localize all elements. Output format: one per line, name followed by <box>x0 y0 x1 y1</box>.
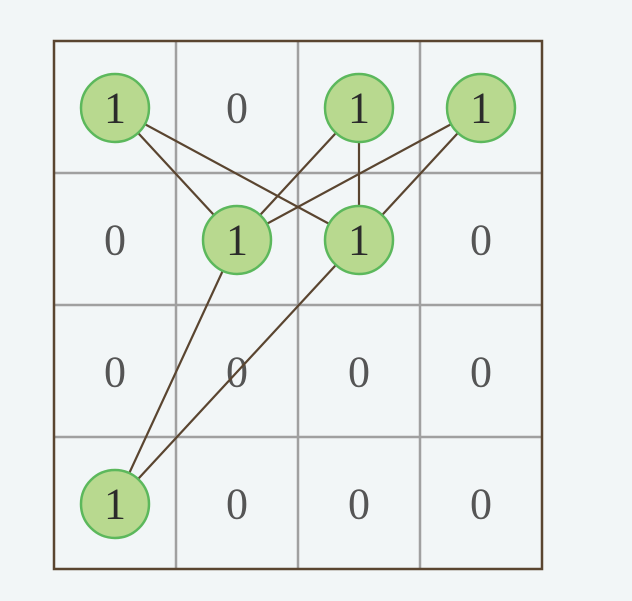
cell-value-2-3: 0 <box>470 348 492 397</box>
cell-value-0-1: 0 <box>226 84 248 133</box>
graph-nodes: 1 1 1 1 1 1 <box>79 72 517 540</box>
graph-node-n03: 1 <box>445 72 517 144</box>
grid-cell-3-1 <box>176 437 298 569</box>
node-circle <box>79 72 151 144</box>
graph-node-n11: 1 <box>201 204 273 276</box>
node-circle <box>445 72 517 144</box>
edge-n11-n30 <box>114 239 238 505</box>
edge-n03-n11 <box>236 107 482 241</box>
edge-n00-n12 <box>114 107 360 241</box>
grid-cell-3-2 <box>298 437 420 569</box>
node-circle <box>323 204 395 276</box>
node-label: 1 <box>348 84 370 133</box>
cell-value-2-0: 0 <box>104 348 126 397</box>
node-circle <box>201 204 273 276</box>
cell-value-3-3: 0 <box>470 480 492 529</box>
edge-n12-n30 <box>114 239 360 505</box>
graph-node-n12: 1 <box>323 204 395 276</box>
grid-cell-2-3 <box>420 305 542 437</box>
node-label: 1 <box>104 84 126 133</box>
node-circle <box>79 468 151 540</box>
graph-node-n02: 1 <box>323 72 395 144</box>
cell-value-3-1: 0 <box>226 480 248 529</box>
grid-cell-1-3 <box>420 173 542 305</box>
grid-cell-1-0 <box>54 173 176 305</box>
graph-node-n30: 1 <box>79 468 151 540</box>
node-circle <box>323 72 395 144</box>
node-label: 1 <box>348 216 370 265</box>
node-label: 1 <box>104 480 126 529</box>
grid-cell-3-3 <box>420 437 542 569</box>
cell-value-1-0: 0 <box>104 216 126 265</box>
node-label: 1 <box>470 84 492 133</box>
cell-value-1-3: 0 <box>470 216 492 265</box>
grid-cell-2-2 <box>298 305 420 437</box>
node-label: 1 <box>226 216 248 265</box>
cell-value-3-2: 0 <box>348 480 370 529</box>
grid-outer-border <box>52 39 544 571</box>
graph-node-n00: 1 <box>79 72 151 144</box>
cell-value-2-2: 0 <box>348 348 370 397</box>
